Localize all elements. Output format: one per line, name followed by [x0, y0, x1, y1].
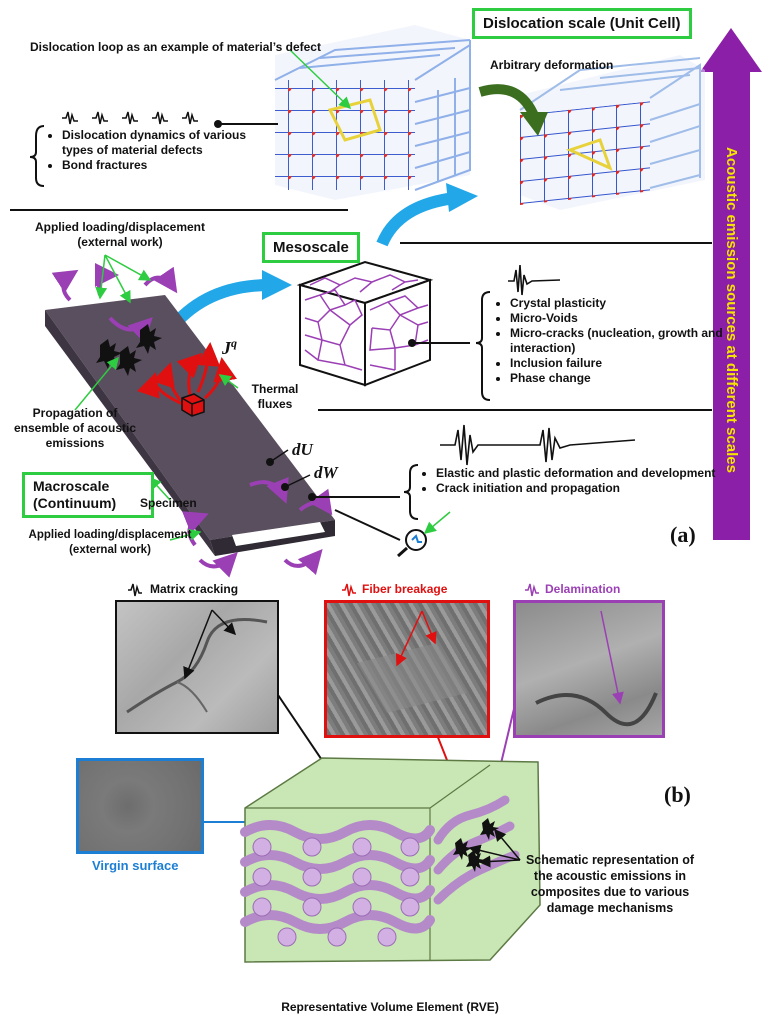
rve-label: Representative Volume Element (RVE) [281, 1000, 499, 1014]
ae-waveform-icons [62, 111, 198, 125]
dislocation-scale-title: Dislocation scale (Unit Cell) [472, 8, 692, 39]
vertical-arrow-label: Acoustic emission sources at different s… [723, 147, 740, 473]
delamination-label: Delamination [545, 582, 621, 596]
mesoscale-title: Mesoscale [262, 232, 360, 263]
panel-a-label: (a) [670, 522, 696, 547]
dislocation-loop-label: Dislocation loop as an example of materi… [30, 40, 321, 54]
virgin-surface-label: Virgin surface [92, 858, 179, 873]
heat-flux-symbol: Jq [222, 336, 237, 359]
virgin-surface-photo [76, 758, 204, 854]
dislocation-bullet: Dislocation dynamics of various types of… [62, 128, 272, 158]
ae-long-waveform [440, 424, 636, 466]
deformed-lattice [519, 55, 705, 210]
macro-bullet: Elastic and plastic deformation and deve… [436, 466, 721, 481]
dw-label: dW [314, 463, 338, 482]
fiber-breakage-photo [324, 600, 490, 738]
specimen-bar [45, 295, 335, 556]
fiber-breakage-label: Fiber breakage [362, 582, 448, 596]
delamination-photo [513, 600, 665, 738]
loading-arrows [51, 263, 333, 578]
matrix-cracking-label: Matrix cracking [150, 582, 239, 596]
panel-b-label: (b) [664, 782, 691, 807]
specimen-label: Specimen [140, 496, 197, 510]
macro-bullets: Elastic and plastic deformation and deve… [420, 466, 721, 496]
thermal-fluxes-label: Thermal fluxes [251, 382, 299, 411]
vertical-scale-arrow [700, 28, 762, 540]
meso-bullet: Phase change [510, 371, 725, 386]
dislocation-bullet: Bond fractures [62, 158, 272, 173]
meso-bullets: Crystal plasticity Micro-Voids Micro-cra… [494, 296, 725, 386]
applied-loading-bottom-label: Applied loading/displacement (external w… [28, 529, 192, 556]
mesoscale-cube [296, 260, 434, 387]
dislocation-bullets: Dislocation dynamics of various types of… [46, 128, 272, 173]
propagation-label: Propagation of ensemble of acoustic emis… [13, 406, 137, 450]
schematic-label: Schematic representation of the acoustic… [525, 853, 695, 915]
meso-bullet: Crystal plasticity [510, 296, 725, 311]
applied-loading-top-label: Applied loading/displacement (external w… [34, 220, 206, 249]
macroscale-title: Macroscale (Continuum) [22, 472, 154, 518]
arbitrary-deformation-label: Arbitrary deformation [490, 58, 614, 72]
du-label: dU [292, 440, 313, 459]
rve-block [240, 757, 541, 963]
heat-flux-letter: J [222, 338, 231, 358]
matrix-cracking-photo [115, 600, 279, 734]
heat-flux-sup: q [231, 336, 237, 350]
meso-bullet: Inclusion failure [510, 356, 725, 371]
meso-bullet: Micro-cracks (nucleation, growth and int… [510, 326, 725, 356]
meso-bullet: Micro-Voids [510, 311, 725, 326]
macro-bullet: Crack initiation and propagation [436, 481, 721, 496]
